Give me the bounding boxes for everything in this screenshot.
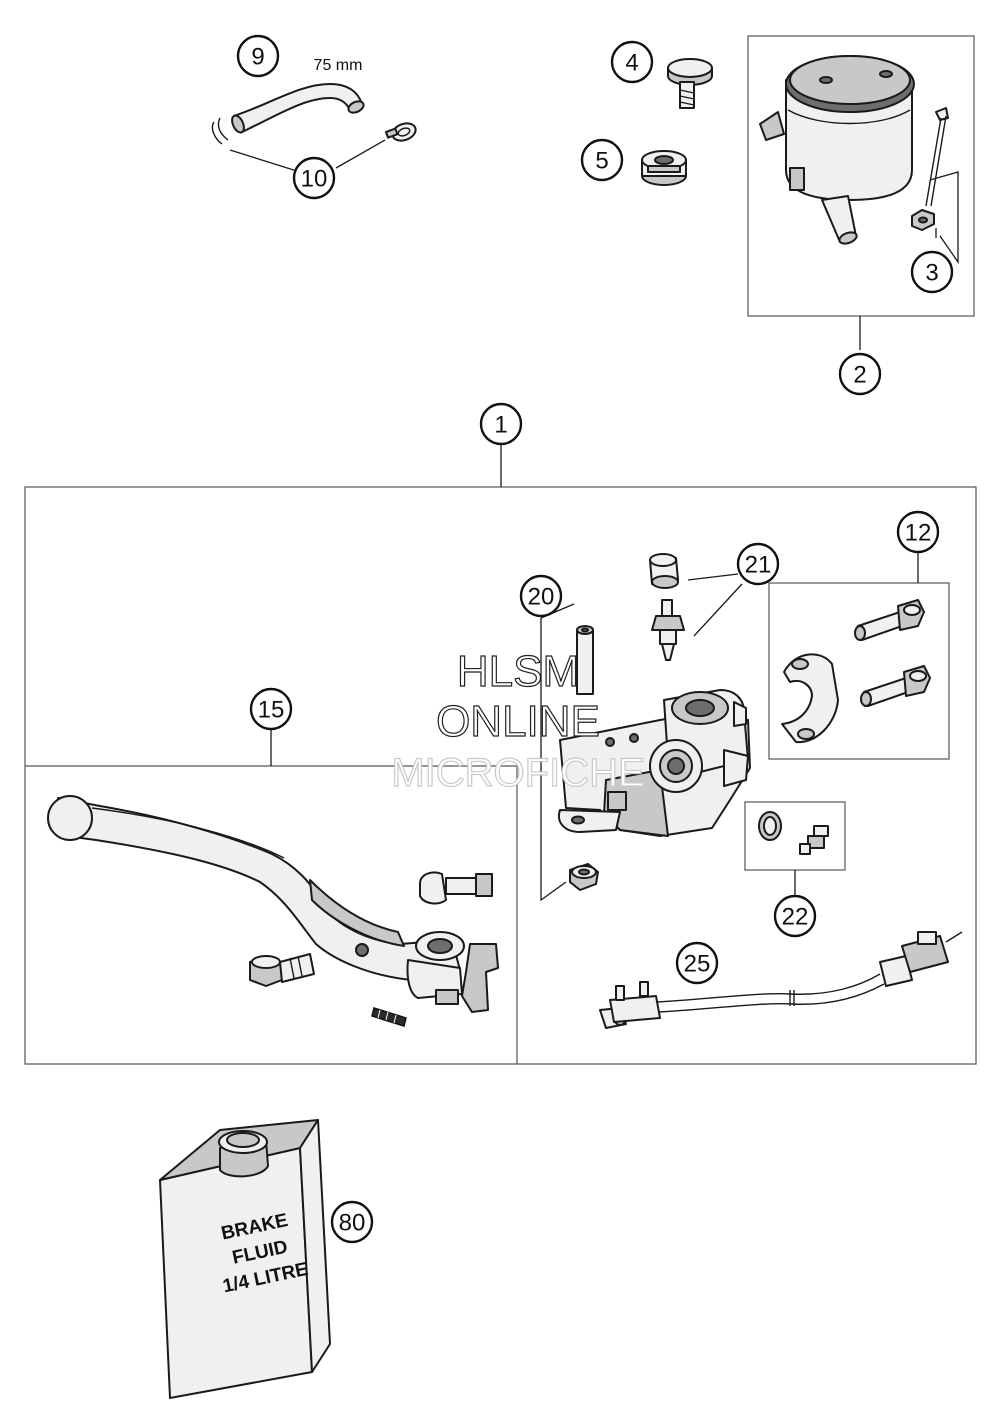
svg-text:15: 15 [258,697,285,724]
svg-text:20: 20 [528,584,555,611]
callout-80: 80 [330,1200,374,1244]
reservoir-grommet-part [641,150,687,186]
svg-text:9: 9 [251,44,264,71]
pivot-pin-part [576,625,594,695]
bleeder-subgroup-frame [744,801,846,871]
callout-9: 9 [236,34,280,78]
callout-21: 21 [736,542,780,586]
clamp-bolt-lower-part [860,665,931,707]
svg-text:4: 4 [625,50,638,77]
callouts: 9 10 4 5 3 2 1 12 [236,34,954,1244]
callout-25: 25 [675,941,719,985]
svg-text:5: 5 [595,148,608,175]
bleeder-valve-part [651,599,685,661]
hose-clamp-left-part [211,117,229,145]
callout-4: 4 [610,40,654,84]
watermark-line-3: MICROFICHE [391,751,644,795]
callout-1: 1 [479,402,523,446]
callout-5: 5 [580,138,624,182]
lever-bolt-part [249,953,315,987]
lever-subgroup-frame [25,765,518,1064]
brake-fluid-reservoir-part [759,55,915,245]
breather-hose-part [231,83,365,134]
lever-adjuster-part [419,871,493,905]
handlebar-clamp-part [781,653,839,744]
reservoir-screw-part [667,58,713,109]
svg-text:3: 3 [925,260,938,287]
hose-length-label: 75 mm [314,57,363,74]
callout-22: 22 [773,894,817,938]
svg-text:80: 80 [339,1210,366,1237]
pivot-nut-part [569,863,599,891]
clamp-subgroup-frame [768,582,950,760]
svg-text:1: 1 [494,412,507,439]
reservoir-group-frame [747,35,975,317]
bleeder-cap-part [649,553,679,589]
svg-text:25: 25 [684,951,711,978]
master-cylinder-body-part [558,689,751,837]
svg-text:2: 2 [853,362,866,389]
callout-10: 10 [292,156,336,200]
brake-light-switch-part [599,931,963,1029]
svg-text:21: 21 [745,552,772,579]
hose-clamp-right-part [384,122,417,142]
callout-3: 3 [910,250,954,294]
clamp-bolt-upper-part [854,599,925,641]
watermark-line-1: HLSM [457,647,579,696]
watermark-line-2: ONLINE [436,697,600,746]
brake-fluid-can-part [159,1119,331,1399]
callout-20: 20 [519,574,563,618]
callout-12: 12 [896,510,940,554]
svg-text:10: 10 [301,166,328,193]
brake-lever-part [47,795,499,1013]
callout-15: 15 [249,687,293,731]
svg-text:12: 12 [905,520,932,547]
lever-spring-part [371,1007,407,1027]
watermark: HLSM ONLINE MICROFICHE [391,646,646,795]
svg-text:22: 22 [782,904,809,931]
callout-2: 2 [838,352,882,396]
reservoir-bolt-and-nut-part [911,107,949,231]
bleeder-set-part [758,811,829,855]
